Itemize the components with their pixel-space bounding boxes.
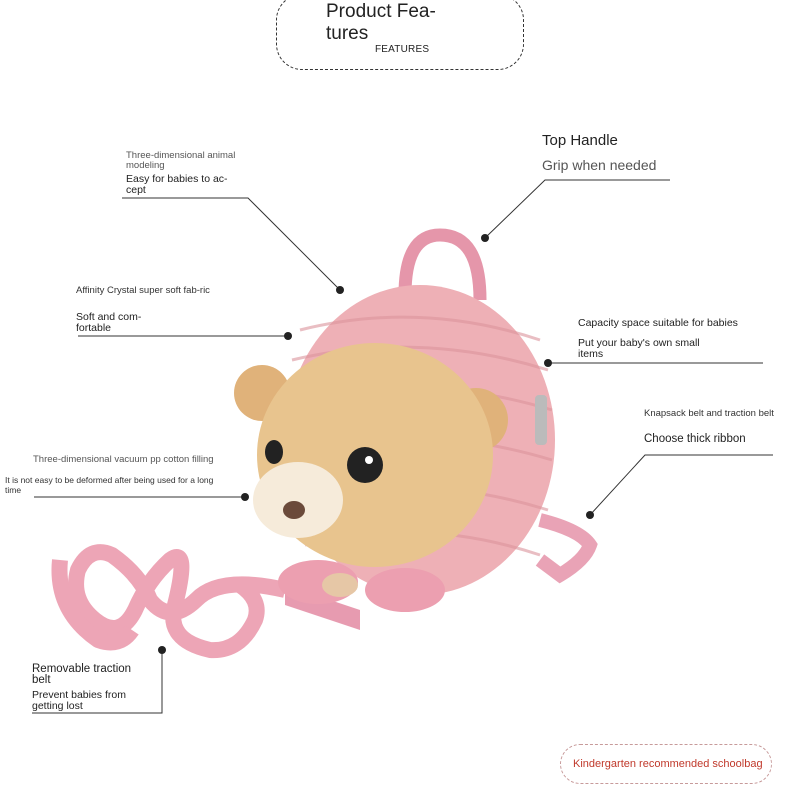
callout-top-handle-desc: Grip when needed (542, 157, 657, 173)
callout-top-handle-label: Top Handle (542, 132, 618, 149)
page-title-line2: tures (326, 23, 369, 44)
callout-capacity-label: Capacity space suitable for babies (578, 317, 738, 329)
callout-animal-modeling-desc: Easy for babies to ac-cept (126, 173, 228, 196)
traction-belt-graphic (51, 544, 287, 659)
callout-fabric-label: Affinity Crystal super soft fab-ric (76, 285, 210, 296)
bear-nose (283, 501, 305, 519)
zipper-pull (535, 395, 547, 445)
page-title-line1: Product Fea- (326, 1, 436, 22)
callout-filling-desc: It is not easy to be deformed after bein… (5, 475, 214, 495)
paw-right (365, 568, 445, 612)
callout-traction-label: Removable traction belt (32, 663, 132, 686)
bear-muzzle (253, 462, 343, 538)
callout-knapsack-desc: Choose thick ribbon (644, 433, 746, 445)
callout-knapsack-label: Knapsack belt and traction belt (644, 408, 774, 419)
knapsack-strap-graphic (535, 513, 598, 584)
page-subtitle: FEATURES (375, 44, 430, 55)
recommendation-badge: Kindergarten recommended schoolbag (573, 758, 763, 770)
callout-animal-modeling-label: Three-dimensional animal modeling (126, 150, 236, 171)
callout-filling-label: Three-dimensional vacuum pp cotton filli… (33, 454, 214, 465)
bear-eye-left (265, 440, 283, 464)
callout-traction-desc: Prevent babies from getting lost (32, 689, 126, 712)
bear-eye-right (347, 447, 383, 483)
top-handle-graphic (398, 228, 487, 301)
callout-fabric-desc: Soft and com-fortable (76, 311, 142, 334)
page-title: Product Fea- tures (326, 1, 466, 45)
callout-capacity-desc: Put your baby's own small items (578, 337, 700, 360)
title-frame (276, 0, 524, 70)
recommendation-badge-frame (560, 744, 772, 784)
